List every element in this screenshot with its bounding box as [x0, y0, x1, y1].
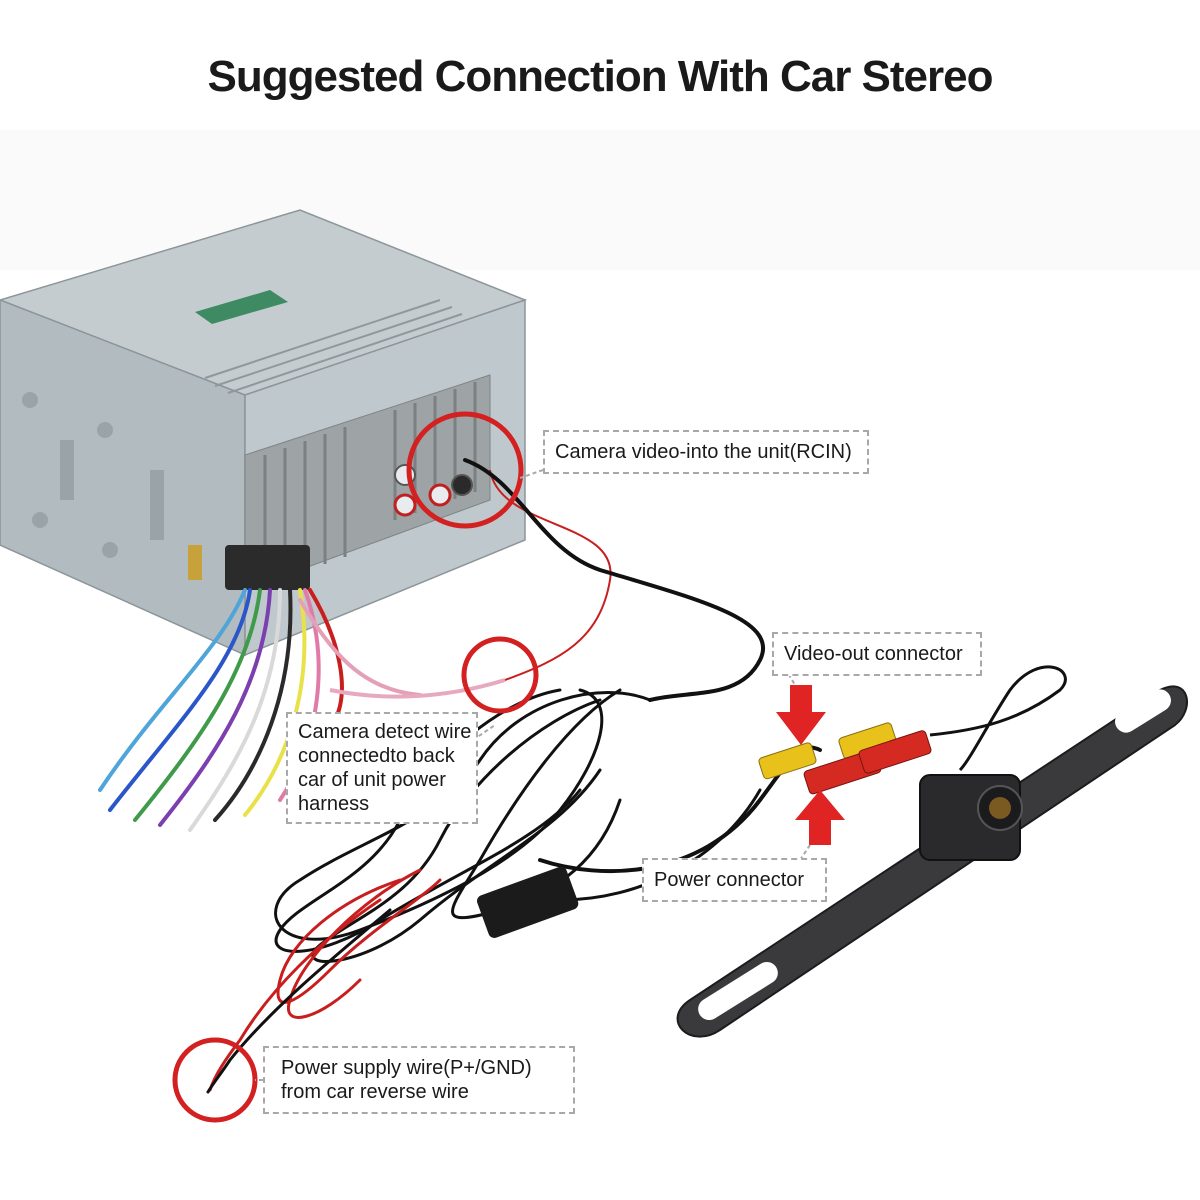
page-title: Suggested Connection With Car Stereo — [207, 52, 993, 101]
callout-power-connector: Power connector — [642, 858, 827, 902]
callout-camera-detect-line-2: connectedto back — [298, 745, 455, 767]
callout-power-supply: Power supply wire(P+/GND) from car rever… — [263, 1046, 575, 1114]
unit-label — [195, 290, 288, 324]
callout-camera-video: Camera video-into the unit(RCIN) — [543, 430, 869, 474]
head-unit — [0, 209, 528, 657]
power-supply-wires — [206, 868, 442, 1094]
callout-camera-detect: Camera detect wire connectedto back car … — [286, 712, 478, 824]
connector-arrows — [776, 685, 845, 845]
power-plug — [803, 730, 932, 795]
callout-camera-detect-line-4: harness — [298, 793, 370, 815]
callout-camera-detect-line-3: car of unit power — [298, 769, 446, 791]
side-holes — [22, 392, 164, 558]
rca-jacks — [393, 464, 473, 517]
callout-video-out-line: Video-out connector — [784, 643, 963, 665]
callout-camera-detect-line-1: Camera detect wire — [298, 721, 472, 743]
camera-lens-glass — [989, 797, 1011, 819]
callout-power-supply-line-1: Power supply wire(P+/GND) — [281, 1057, 532, 1079]
callout-camera-video-line: Camera video-into the unit(RCIN) — [555, 441, 852, 463]
callout-power-connector-line: Power connector — [654, 869, 805, 891]
highlight-circle-rcin — [406, 411, 524, 529]
inline-module — [477, 866, 579, 938]
top-vents — [204, 299, 463, 394]
arrow-down — [776, 685, 826, 745]
license-plate-camera — [676, 685, 1188, 1038]
camera-detect-wire — [329, 678, 506, 699]
rca-connectors — [758, 665, 1067, 795]
power-harness-wires — [98, 588, 422, 832]
harness-plug — [225, 545, 310, 590]
callout-video-out: Video-out connector — [772, 632, 982, 676]
highlight-circles — [172, 411, 539, 1123]
antenna-connector — [188, 545, 202, 580]
bracket-slot-left — [698, 961, 778, 1021]
arrow-up — [795, 790, 845, 845]
highlight-circle-detect — [461, 636, 539, 714]
callout-power-supply-line-2: from car reverse wire — [281, 1081, 469, 1103]
license-bracket — [676, 685, 1188, 1038]
bracket-slot-right — [1115, 689, 1171, 733]
